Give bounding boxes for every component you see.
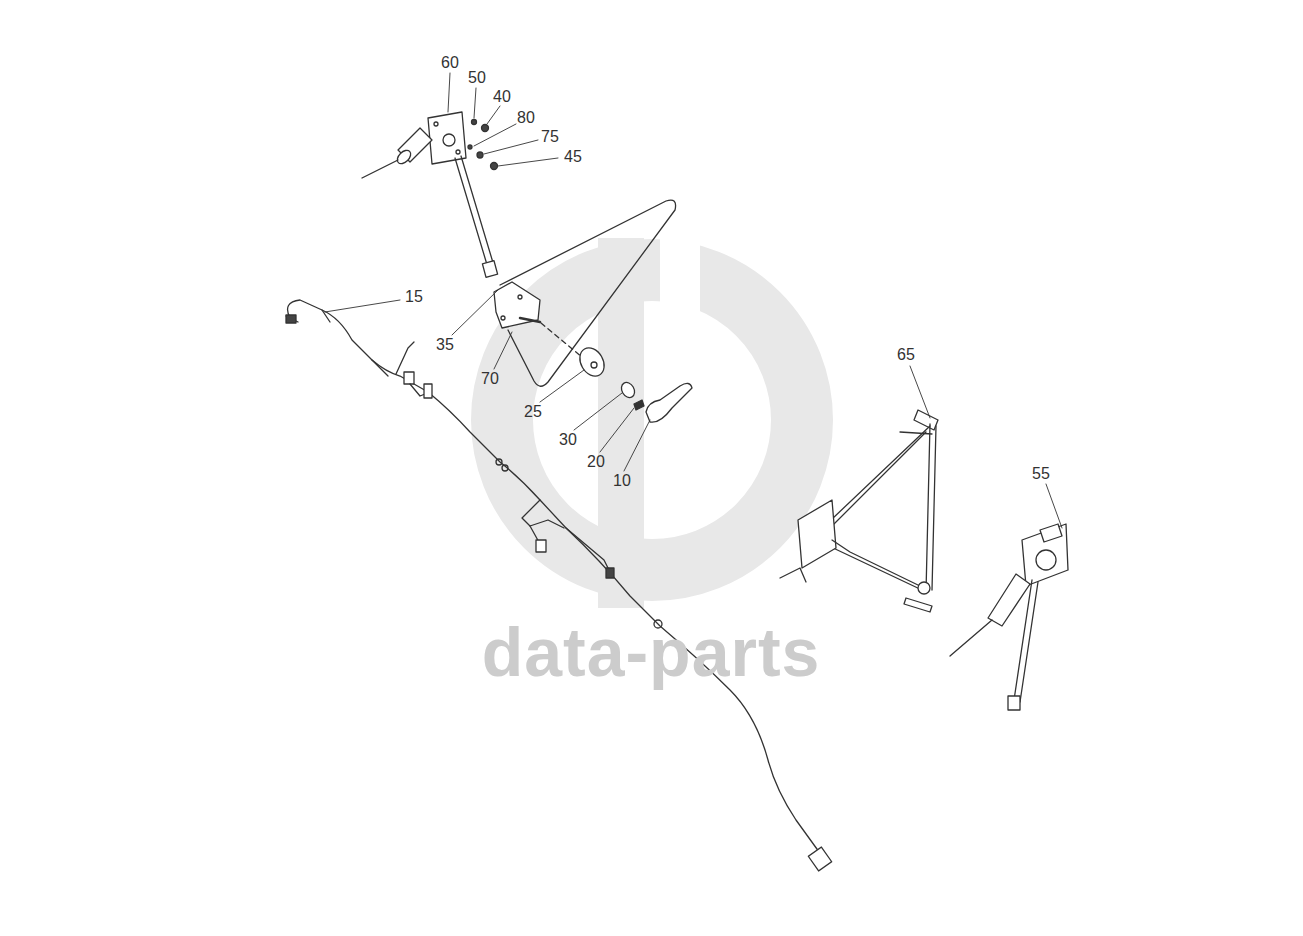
leader-lines	[325, 73, 1062, 528]
glass-bracket	[494, 282, 588, 362]
callout-number: 65	[897, 347, 915, 363]
knob	[575, 344, 609, 381]
washer	[619, 380, 637, 400]
callout-number: 15	[405, 289, 423, 305]
callout-number: 50	[468, 70, 486, 86]
fasteners	[468, 120, 498, 170]
callout-number: 25	[524, 404, 542, 420]
callout-number: 80	[517, 110, 535, 126]
callout-number: 55	[1032, 466, 1050, 482]
watermark-logo	[502, 238, 802, 608]
callout-number: 70	[481, 371, 499, 387]
wire-harness	[286, 300, 832, 871]
callout-number: 60	[441, 55, 459, 71]
crank-handle	[646, 383, 692, 422]
callout-number: 75	[541, 129, 559, 145]
callout-number: 30	[559, 432, 577, 448]
callout-number: 40	[493, 89, 511, 105]
window-motor	[950, 524, 1068, 710]
callout-number: 10	[613, 473, 631, 489]
window-regulator	[780, 410, 938, 612]
watermark: data-parts	[482, 618, 821, 686]
callout-number: 35	[436, 337, 454, 353]
screw	[634, 400, 644, 410]
window-motor	[362, 112, 498, 277]
callout-number: 45	[564, 149, 582, 165]
callout-number: 20	[587, 454, 605, 470]
